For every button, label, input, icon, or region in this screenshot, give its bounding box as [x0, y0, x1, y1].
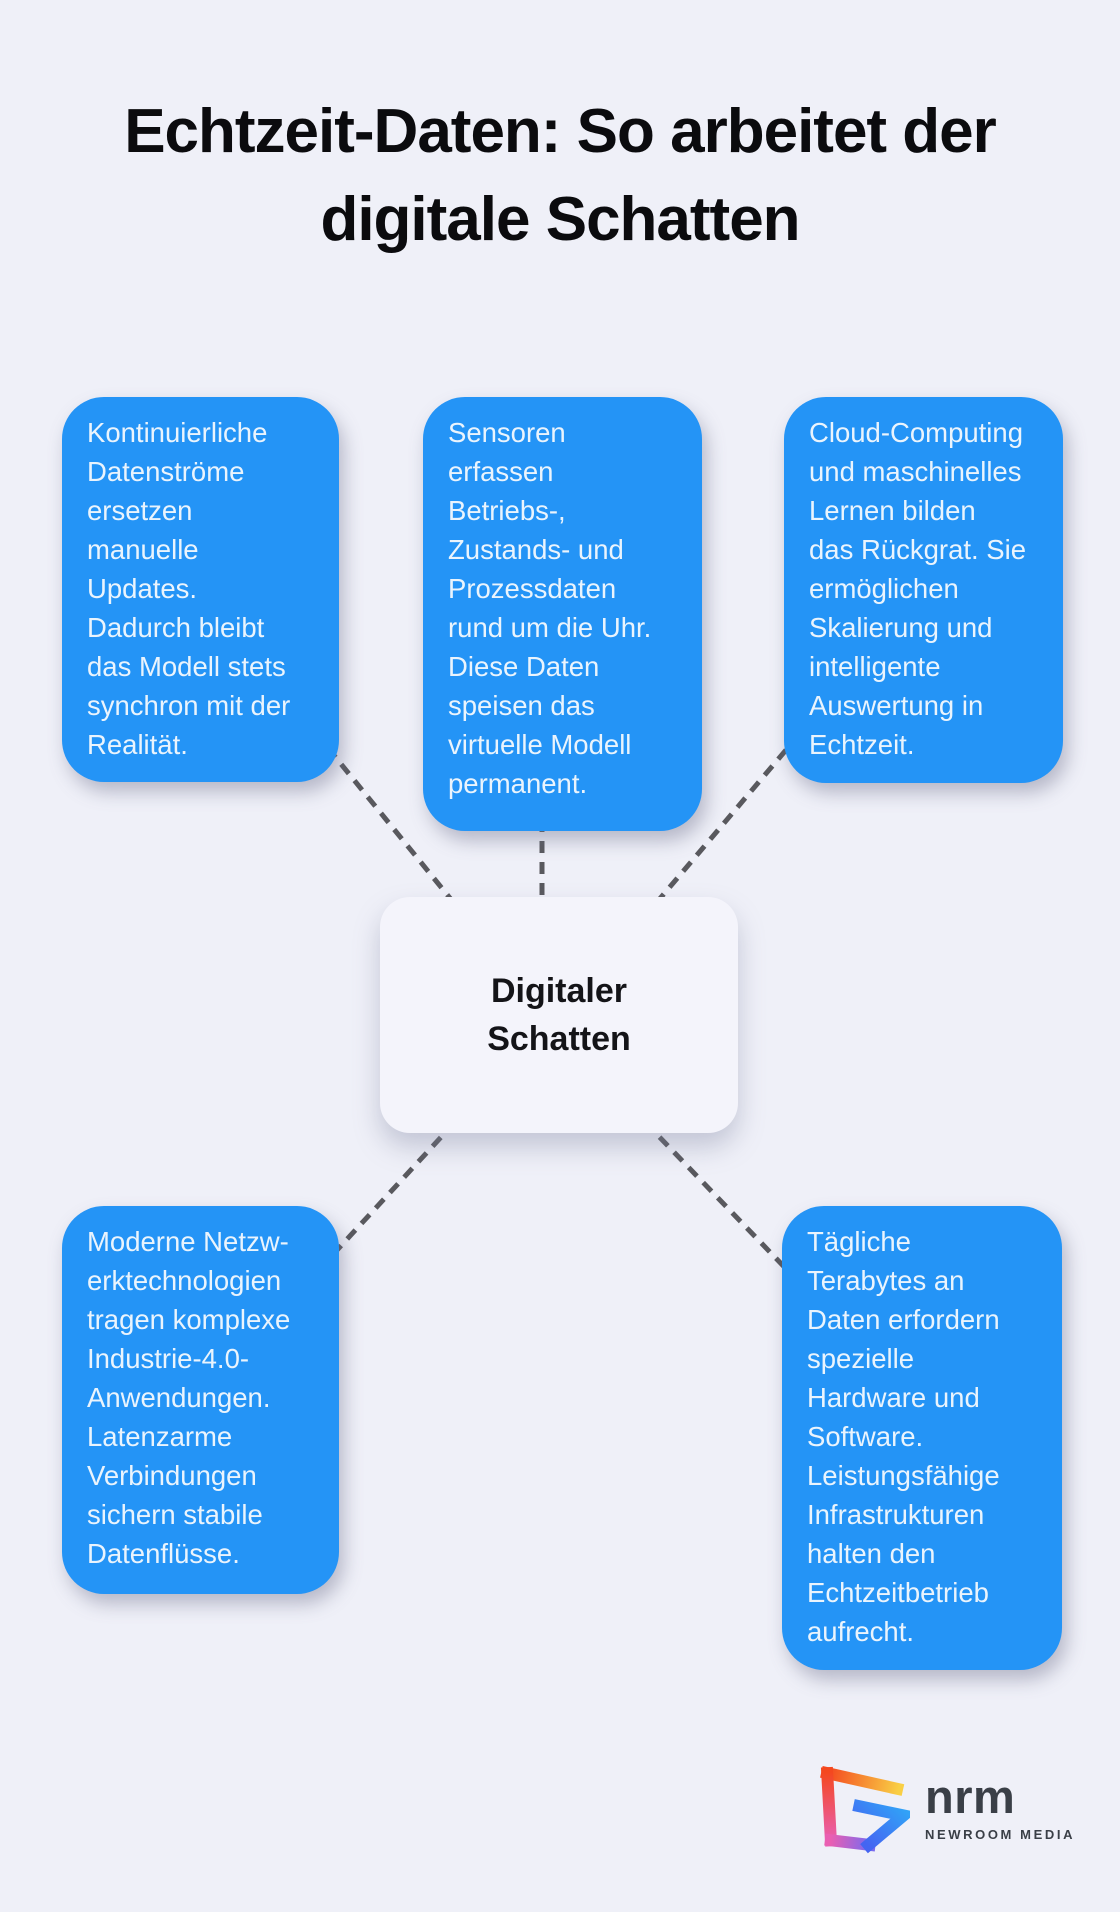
nrm-logo-icon	[820, 1765, 910, 1854]
node-top-right: Cloud-Computing und maschinelles Lernen …	[784, 397, 1063, 783]
node-bottom-left: Moderne Netzw- erktechnologien tragen ko…	[62, 1206, 339, 1594]
brand-text-block: nrm NEWROOM MEDIA	[925, 1770, 1076, 1842]
center-node: Digitaler Schatten	[380, 897, 738, 1133]
brand-logo: nrm NEWROOM MEDIA	[818, 1763, 1075, 1855]
connector-line	[643, 1120, 794, 1277]
brand-name: nrm	[925, 1770, 1016, 1824]
node-top-left: Kontinuierliche Datenströme ersetzen man…	[62, 397, 339, 782]
connector-line	[650, 748, 788, 910]
brand-subtitle: NEWROOM MEDIA	[925, 1826, 1076, 1842]
page-title: Echtzeit-Daten: So arbeitet der digitale…	[124, 97, 997, 254]
node-top-center: Sensoren erfassen Betriebs-, Zustands- u…	[423, 397, 702, 831]
connector-line	[324, 1120, 457, 1264]
connector-line	[326, 746, 460, 910]
node-bottom-right: Tägliche Terabytes an Daten erfordern sp…	[782, 1206, 1062, 1670]
